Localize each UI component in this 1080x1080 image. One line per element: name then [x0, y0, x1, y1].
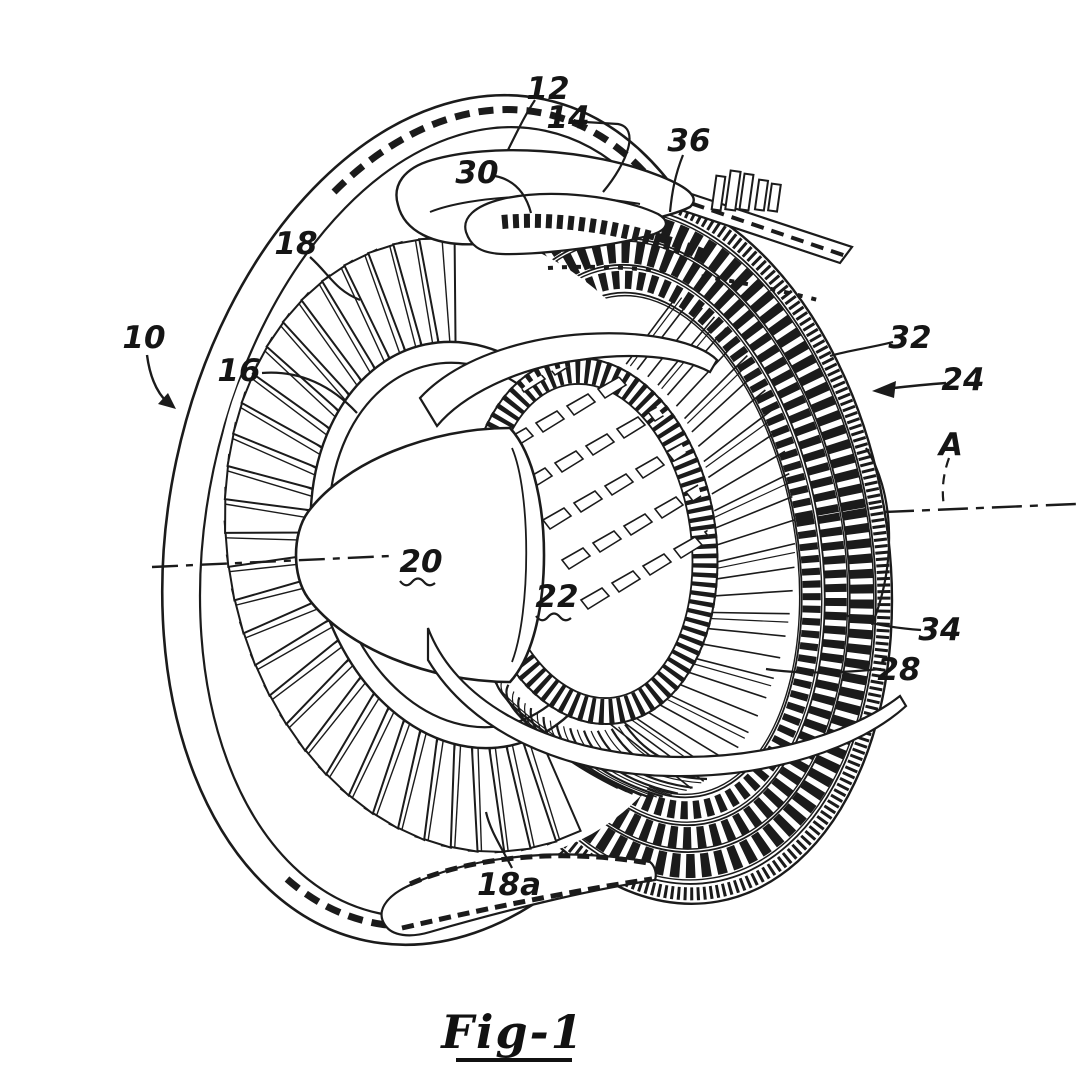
arrowhead-10 — [158, 393, 176, 409]
leader-18 — [309, 256, 361, 302]
fan-exit-vane-row — [501, 213, 709, 264]
ref-label-20: 20 — [399, 544, 442, 580]
leader-18a — [484, 811, 513, 869]
arrowhead-24 — [872, 381, 896, 398]
leader-28 — [765, 667, 882, 674]
ref-label-30: 30 — [455, 155, 498, 191]
core-cowl — [426, 627, 908, 778]
ref-label-14: 14 — [546, 100, 589, 136]
ref-label-24: 24 — [941, 362, 984, 398]
leader-36 — [668, 154, 685, 213]
ref-label-16: 16 — [217, 353, 260, 389]
annotations: 10 12 14 16 18 18a 20 22 24 28 30 32 34 … — [122, 71, 1077, 1062]
axis-centerline-right — [883, 502, 1077, 514]
ref-label-28: 28 — [877, 652, 920, 688]
ref-label-22: 22 — [535, 579, 578, 615]
nacelle-panel-ticks-bottom — [284, 876, 516, 930]
ref-label-12: 12 — [526, 71, 569, 107]
section-label-A: A — [936, 427, 963, 463]
upper-duct-lip — [418, 332, 719, 428]
leader-16 — [261, 371, 358, 414]
underline-22 — [535, 612, 572, 622]
leader-34 — [842, 612, 922, 632]
underline-20 — [399, 577, 436, 587]
leader-A — [941, 457, 951, 507]
spinner-cone — [294, 426, 546, 684]
figure-caption: Fig-1 — [439, 1005, 584, 1059]
ref-label-18: 18 — [274, 226, 317, 262]
case-bulge-arc — [865, 447, 891, 626]
arrow-10 — [145, 354, 169, 404]
inner-lip-section — [464, 192, 667, 256]
leader-14 — [584, 120, 631, 193]
leader-32 — [829, 340, 894, 358]
axis-centerline-left — [151, 554, 391, 569]
leader-12 — [507, 99, 536, 151]
ref-label-18a: 18a — [477, 867, 541, 903]
duct-walls — [380, 332, 908, 937]
outlet-guide-vanes — [608, 295, 796, 790]
ref-label-10: 10 — [122, 320, 165, 356]
leader-30 — [494, 174, 533, 214]
ref-label-34: 34 — [918, 612, 961, 648]
dotted-seam — [547, 264, 823, 303]
nacelle-lip-section — [395, 149, 854, 303]
caption-underline — [456, 1058, 572, 1062]
ref-label-36: 36 — [667, 123, 710, 159]
case-flange-teeth — [710, 169, 782, 213]
ref-label-32: 32 — [888, 320, 931, 356]
